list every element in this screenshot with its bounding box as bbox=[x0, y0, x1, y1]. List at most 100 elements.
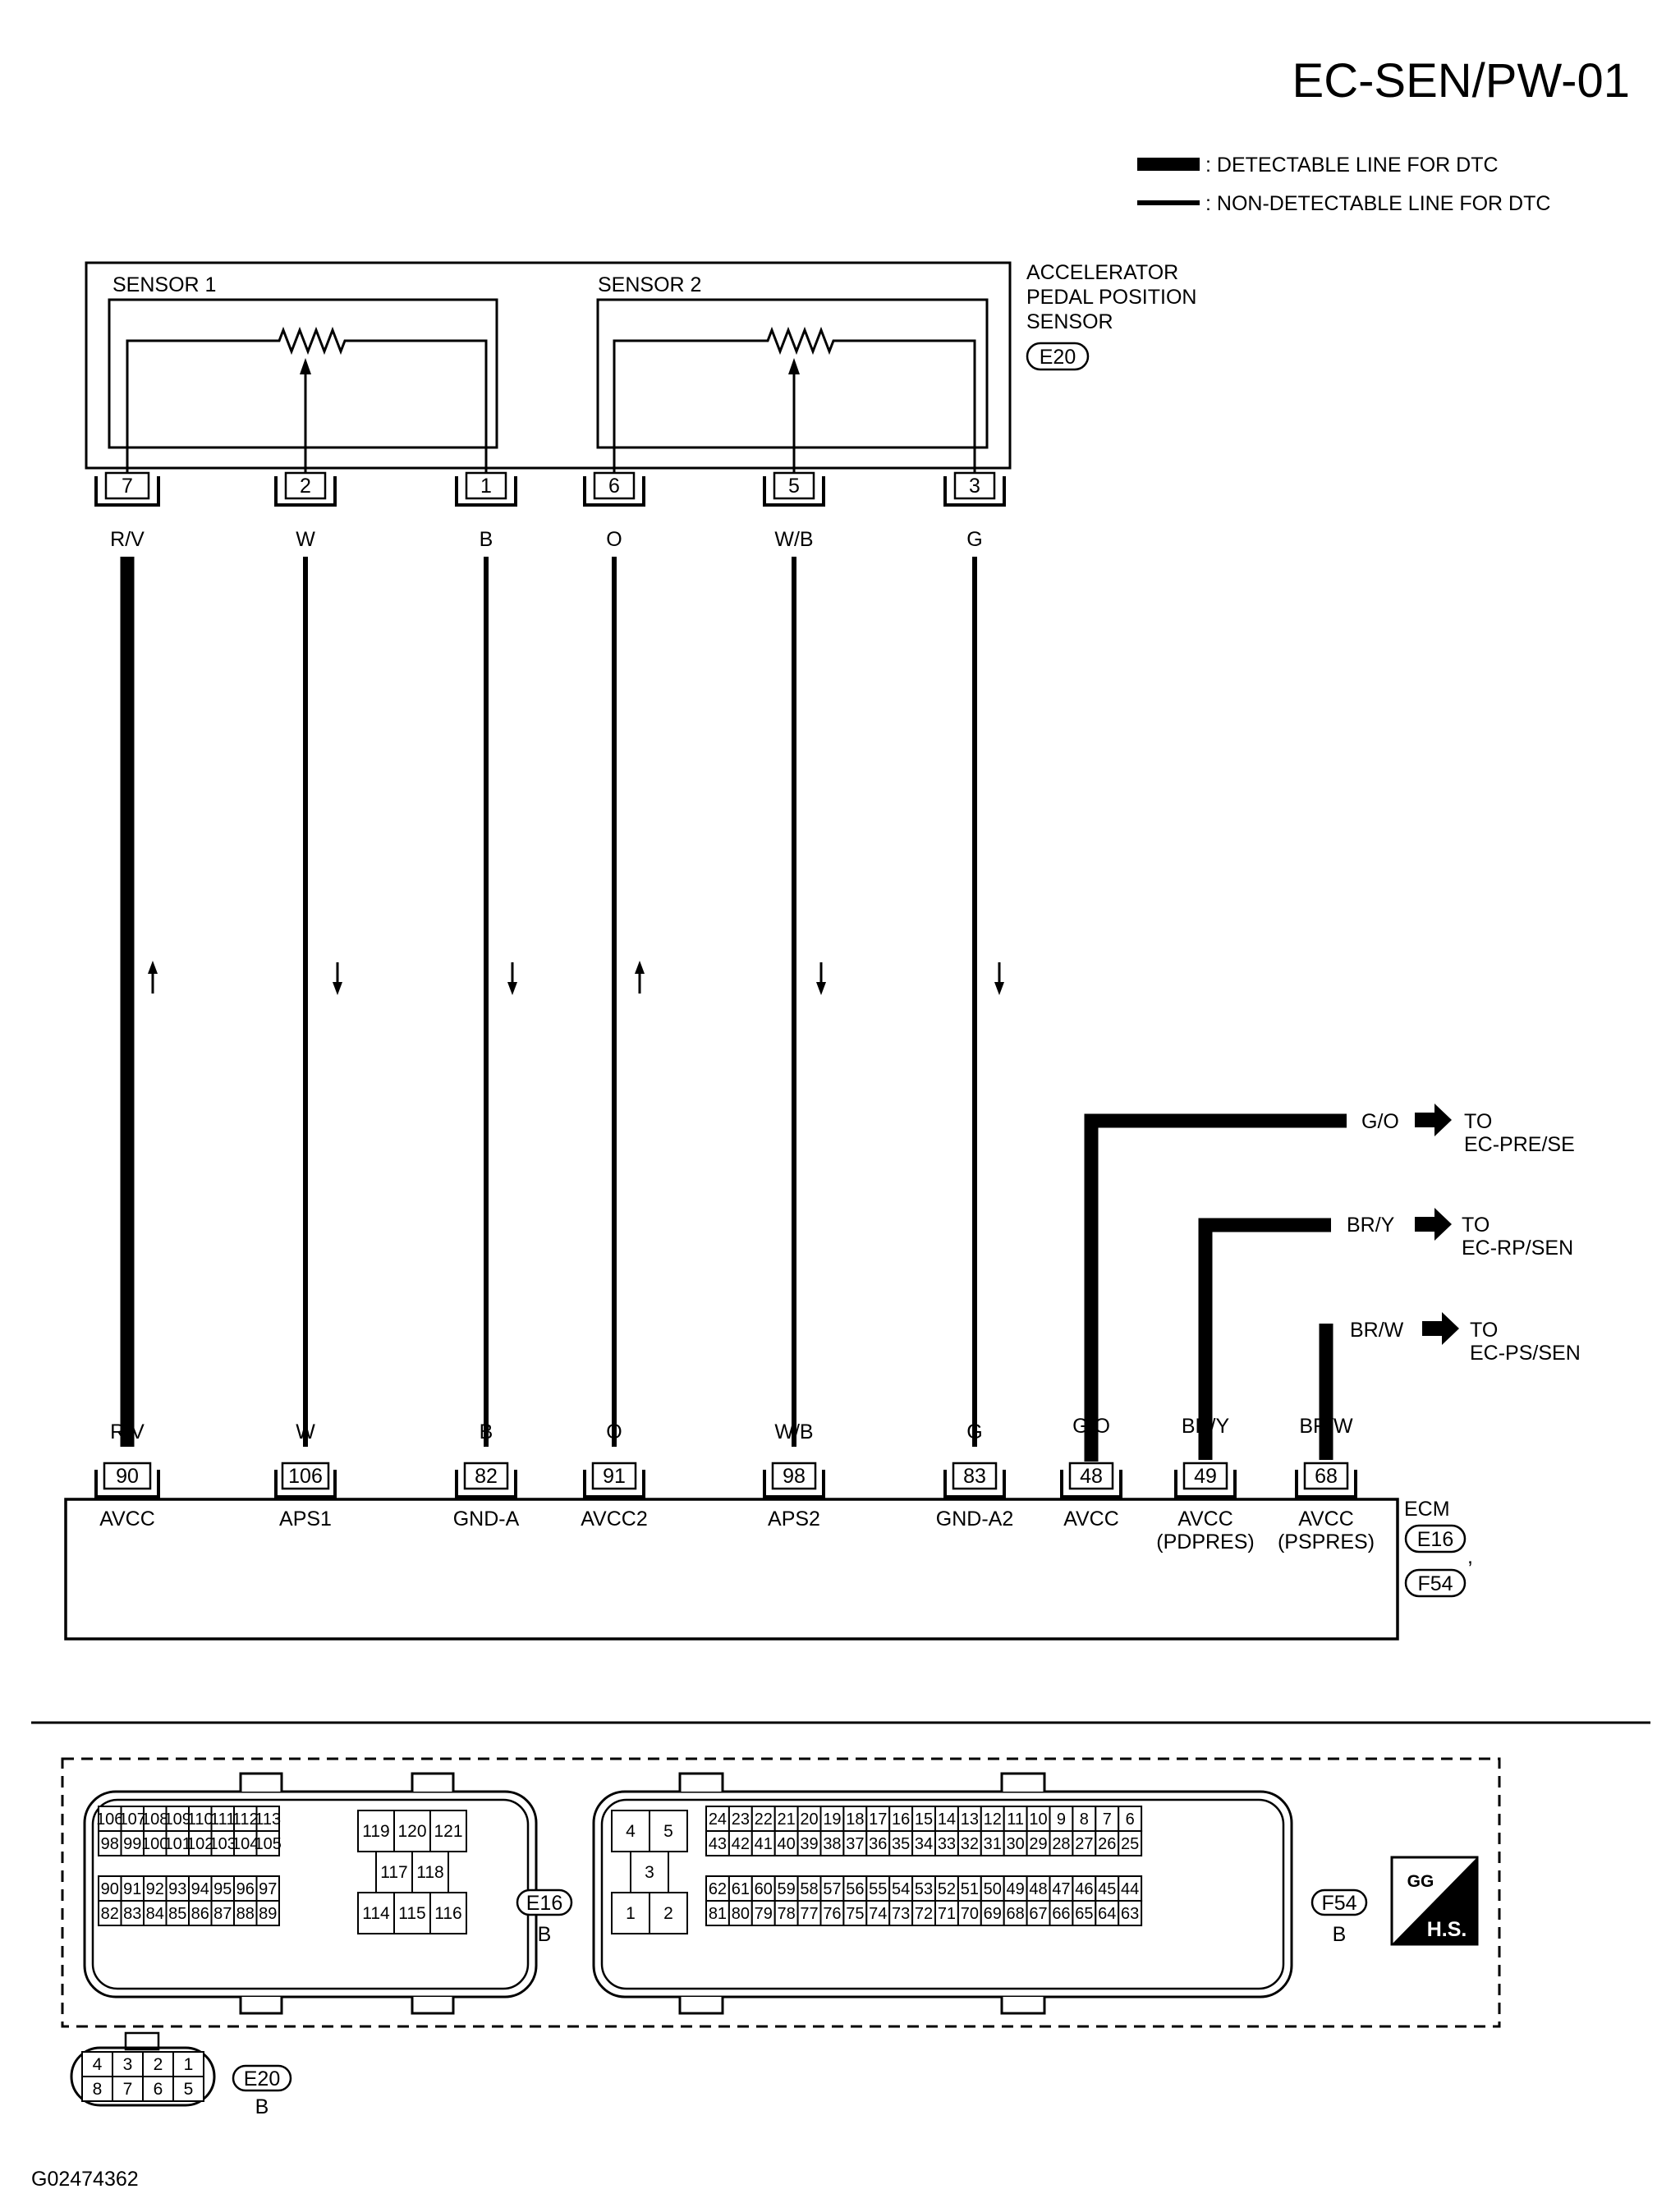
e16-terminal-label: 84 bbox=[146, 1905, 164, 1923]
f54-terminal-label: 48 bbox=[1029, 1880, 1047, 1898]
ecm-connector-separator: , bbox=[1467, 1545, 1473, 1568]
ecm-signal-sublabel: (PDPRES) bbox=[1156, 1531, 1254, 1553]
f54-terminal-label: 72 bbox=[915, 1905, 933, 1923]
e16-terminal-label: 112 bbox=[232, 1810, 259, 1829]
e20-terminal bbox=[172, 2076, 204, 2102]
e16-terminal bbox=[165, 1900, 190, 1926]
e16-terminal-label: 99 bbox=[123, 1835, 141, 1853]
e16-terminal-label: 88 bbox=[236, 1905, 255, 1923]
f54-terminal-label: 67 bbox=[1029, 1905, 1047, 1923]
wires bbox=[120, 557, 977, 1447]
f54-terminal-label: 2 bbox=[663, 1904, 673, 1923]
f54-terminal-label: 34 bbox=[915, 1835, 933, 1853]
wire-color-label: BR/Y bbox=[1182, 1415, 1230, 1438]
f54-terminal-label: 25 bbox=[1121, 1835, 1139, 1853]
f54-terminal-label: 15 bbox=[915, 1810, 933, 1829]
ecm-pin-90: 90 AVCC bbox=[94, 1462, 160, 1531]
f54-terminal bbox=[1118, 1900, 1143, 1926]
f54-terminal-label: 70 bbox=[961, 1905, 979, 1923]
f54-terminal-label: 76 bbox=[823, 1905, 841, 1923]
f54-terminal-label: 58 bbox=[800, 1880, 818, 1898]
feed-3-to: TO bbox=[1470, 1319, 1498, 1342]
ecm-pin-48: 48 AVCC bbox=[1060, 1462, 1122, 1531]
ecm-pin-91: 91 AVCC2 bbox=[581, 1462, 648, 1531]
arrow-down-icon bbox=[816, 962, 826, 995]
arrow-right-icon bbox=[1415, 1104, 1452, 1136]
hs-badge: GG H.S. bbox=[1390, 1856, 1479, 1946]
hs-glyph-icon: GG bbox=[1407, 1872, 1434, 1891]
f54-terminal bbox=[1049, 1875, 1074, 1902]
f54-terminal-label: 59 bbox=[778, 1880, 796, 1898]
f54-terminal-label: 24 bbox=[709, 1810, 727, 1829]
e16-terminal bbox=[98, 1875, 122, 1902]
sensor-2-potentiometer bbox=[613, 326, 976, 478]
e16-terminal-label: 96 bbox=[236, 1880, 255, 1898]
f54-terminal-label: 14 bbox=[938, 1810, 956, 1829]
f54-terminal-label: 63 bbox=[1121, 1905, 1139, 1923]
sensor-pin-1: 1 B bbox=[455, 471, 517, 551]
figure-id: G02474362 bbox=[31, 2168, 139, 2191]
e16-terminal-label: 114 bbox=[362, 1904, 390, 1923]
f54-terminal bbox=[1095, 1830, 1120, 1856]
e20-terminal-label: 4 bbox=[93, 2055, 103, 2074]
f54-terminal-label: 18 bbox=[846, 1810, 864, 1829]
e20-connector-id: E20 bbox=[244, 2067, 280, 2090]
hs-label: H.S. bbox=[1427, 1918, 1467, 1941]
e16-terminal-label: 105 bbox=[255, 1835, 282, 1853]
e16-terminal bbox=[165, 1830, 190, 1856]
f54-terminal-label: 33 bbox=[938, 1835, 956, 1853]
ecm-connector-badge bbox=[1404, 1524, 1467, 1553]
f54-terminal-label: 38 bbox=[823, 1835, 841, 1853]
feed-1-color: G/O bbox=[1361, 1110, 1399, 1133]
f54-terminal bbox=[1072, 1830, 1097, 1856]
sensor-2-wiper-arrow bbox=[788, 358, 800, 374]
f54-terminal bbox=[934, 1900, 959, 1926]
f54-terminal bbox=[796, 1830, 822, 1856]
arrow-down-icon bbox=[507, 962, 517, 995]
e16-terminal-label: 85 bbox=[168, 1905, 186, 1923]
sensor-2-label: SENSOR 2 bbox=[598, 273, 701, 296]
ecm-pin-number: 48 bbox=[1080, 1465, 1103, 1488]
e16-terminal-label: 119 bbox=[362, 1822, 389, 1841]
ecm-signal-label: AVCC bbox=[1063, 1508, 1119, 1531]
e16-terminal bbox=[255, 1830, 280, 1856]
arrow-right-icon bbox=[1422, 1312, 1459, 1345]
e16-terminal bbox=[233, 1830, 258, 1856]
sensor-pin-number: 3 bbox=[969, 475, 980, 498]
f54-terminal bbox=[1026, 1900, 1051, 1926]
arrow-down-icon bbox=[333, 962, 342, 995]
arrow-up-icon bbox=[148, 961, 158, 994]
f54-terminal bbox=[1026, 1875, 1051, 1902]
legend-non-detectable-swatch bbox=[1137, 200, 1200, 205]
ecm-label: ECM bbox=[1404, 1498, 1450, 1521]
sensor-connector-id: E20 bbox=[1040, 346, 1076, 369]
wire-g-o bbox=[1084, 1113, 1347, 1462]
sensor-pin-6: 6 O bbox=[583, 471, 645, 551]
f54-terminal bbox=[773, 1806, 799, 1832]
e20-terminal-label: 8 bbox=[93, 2080, 103, 2099]
f54-terminal-label: 79 bbox=[755, 1905, 773, 1923]
legend-detectable-label: : DETECTABLE LINE FOR DTC bbox=[1205, 154, 1499, 177]
f54-terminal-label: 8 bbox=[1080, 1810, 1089, 1829]
f54-terminal-label: 42 bbox=[732, 1835, 750, 1853]
f54-terminal-label: 20 bbox=[800, 1810, 818, 1829]
accelerator-pedal-position-sensor: SENSOR 1 SENSOR 2 ACCELERATOR PEDAL POSI… bbox=[85, 261, 1196, 478]
e16-terminal-label: 104 bbox=[232, 1835, 259, 1853]
e16-terminal bbox=[375, 1851, 413, 1893]
arrow-down-icon bbox=[994, 962, 1004, 995]
ecm-signal-label: APS2 bbox=[768, 1508, 820, 1531]
e16-terminal-label: 91 bbox=[123, 1880, 141, 1898]
f54-terminal bbox=[649, 1892, 688, 1934]
wire-br-y bbox=[1198, 1218, 1331, 1460]
wire-color-label: W/B bbox=[774, 1420, 813, 1443]
sensor-1-potentiometer bbox=[126, 326, 488, 478]
f54-terminal-label: 52 bbox=[938, 1880, 956, 1898]
f54-terminal-label: 28 bbox=[1052, 1835, 1070, 1853]
f54-terminal bbox=[980, 1875, 1005, 1902]
sensor-pin-number: 2 bbox=[300, 475, 311, 498]
